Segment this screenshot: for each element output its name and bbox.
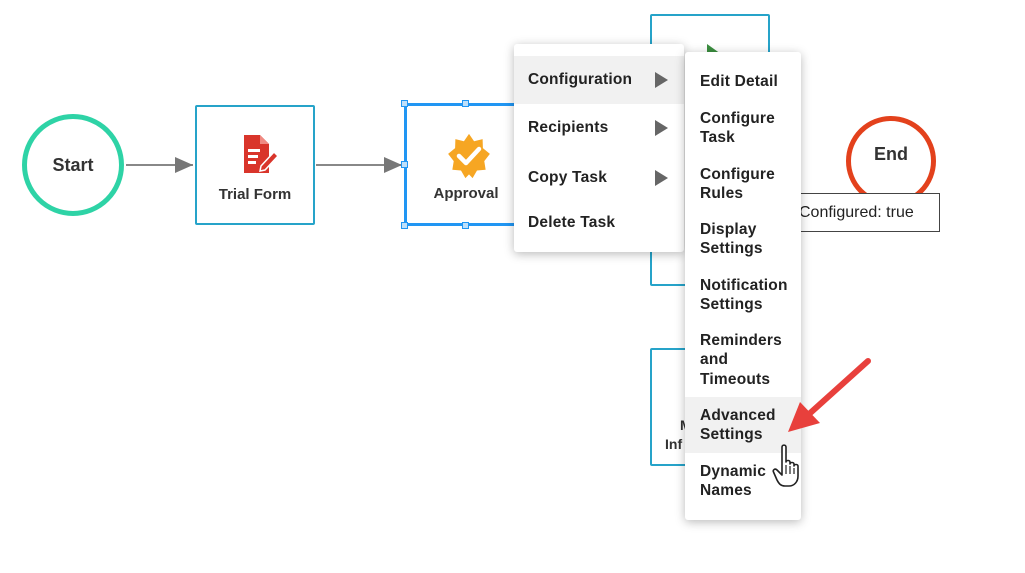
menu-item-label: Recipients (528, 119, 609, 136)
form-document-icon (244, 135, 279, 173)
hidden-node-label-fragment: Inf (665, 436, 683, 452)
submenu-item-label: Dynamic Names (700, 462, 767, 500)
submenu-item-label: Display Settings (700, 220, 763, 258)
menu-item-label: Configuration (528, 71, 633, 88)
submenu-arrow-icon (655, 72, 668, 88)
callout-arrow-icon (788, 358, 871, 432)
resize-handle[interactable] (401, 222, 408, 229)
menu-item-recipients[interactable]: Recipients (514, 104, 684, 152)
submenu-item-label: Reminders and Timeouts (700, 331, 782, 388)
submenu-item-display-settings[interactable]: Display Settings (685, 219, 801, 259)
menu-item-delete-task[interactable]: Delete Task (514, 202, 684, 244)
submenu-item-configure-rules[interactable]: Configure Rules (685, 164, 801, 204)
context-menu: Configuration Recipients Copy Task Delet… (514, 44, 684, 252)
submenu-item-label: Configure Rules (700, 165, 775, 203)
submenu-arrow-icon (655, 170, 668, 186)
submenu-item-label: Configure Task (700, 109, 775, 147)
submenu-item-label: Edit Detail (700, 73, 778, 91)
submenu-item-configure-task[interactable]: Configure Task (685, 108, 801, 148)
submenu-item-notification-settings[interactable]: Notification Settings (685, 275, 801, 315)
menu-item-copy-task[interactable]: Copy Task (514, 154, 684, 202)
task-node-approval[interactable]: Approval (404, 103, 528, 226)
task-node-label: Approval (433, 185, 499, 202)
submenu-arrow-icon (655, 120, 668, 136)
hand-pointer-cursor-icon (772, 444, 799, 487)
task-node-label: Trial Form (218, 186, 292, 203)
start-node[interactable]: Start (22, 114, 124, 216)
end-node-label: End (874, 143, 908, 164)
submenu-item-reminders-and-timeouts[interactable]: Reminders and Timeouts (685, 330, 801, 390)
menu-item-label: Delete Task (528, 214, 616, 231)
submenu-item-dynamic-names[interactable]: Dynamic Names (685, 460, 801, 502)
resize-handle[interactable] (401, 100, 408, 107)
approval-badge-icon (448, 133, 490, 179)
start-node-label: Start (52, 154, 94, 175)
configuration-submenu: Edit Detail Configure Task Configure Rul… (685, 52, 801, 520)
menu-item-label: Copy Task (528, 169, 608, 186)
submenu-item-edit-detail[interactable]: Edit Detail (685, 64, 801, 100)
submenu-item-label: Advanced Settings (700, 406, 776, 444)
menu-item-configuration[interactable]: Configuration (514, 56, 684, 104)
submenu-item-advanced-settings[interactable]: Advanced Settings (685, 397, 801, 453)
submenu-item-label: Notification Settings (700, 276, 788, 314)
resize-handle[interactable] (462, 100, 469, 107)
task-node-trial-form[interactable]: Trial Form (195, 105, 315, 225)
resize-handle[interactable] (401, 161, 408, 168)
tooltip: Configured: true (790, 193, 940, 232)
resize-handle[interactable] (462, 222, 469, 229)
